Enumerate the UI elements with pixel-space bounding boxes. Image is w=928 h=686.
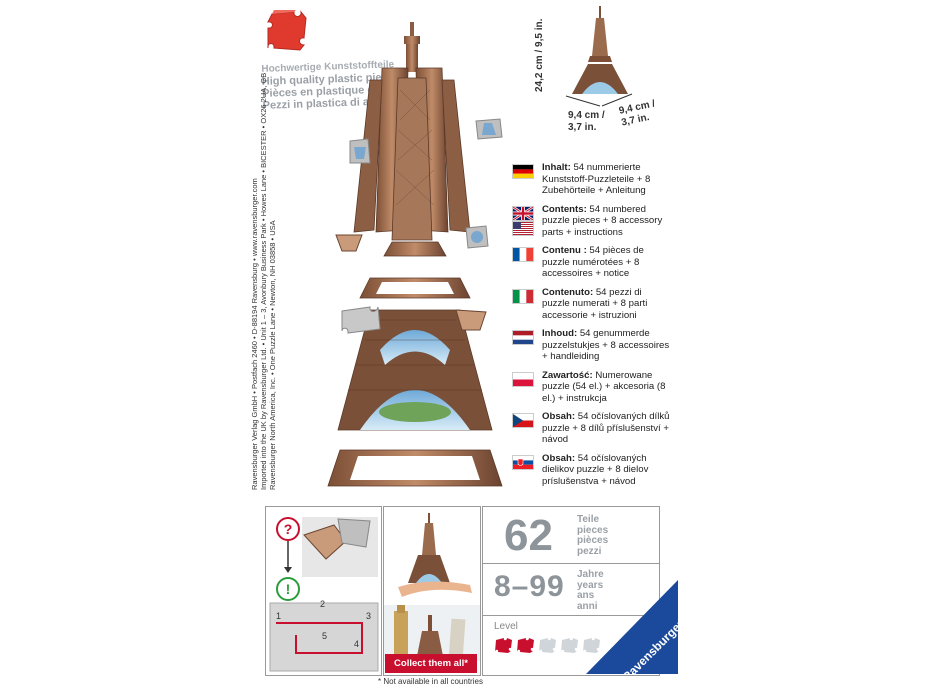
- tower-thumbnail: [572, 6, 628, 94]
- piece-count: 62: [504, 511, 553, 560]
- slovak-flag-icon: [512, 454, 534, 470]
- difficulty-level: [494, 636, 604, 656]
- ravensburger-logo: Ravensburger: [586, 580, 678, 674]
- content-item-sk: Obsah: 54 očíslovaných dielikov puzzle +…: [512, 453, 672, 488]
- instructions-diagram: ? ! 1 2 3 4 5: [269, 517, 379, 672]
- accessory-part-icon: [455, 309, 487, 331]
- content-item-nl: Inhoud: 54 genummerde puzzelstukjes + 8 …: [512, 328, 672, 363]
- product-photo-panel: [383, 506, 481, 676]
- exclamation-mark: !: [286, 581, 291, 597]
- collect-them-all-banner: Collect them all*: [385, 654, 477, 673]
- puzzle-piece-icon: [465, 225, 489, 249]
- content-item-en: Contents: 54 numbered puzzle pieces + 8 …: [512, 204, 672, 239]
- dimension-lines: [565, 93, 633, 107]
- puzzle-piece-icon: [341, 306, 381, 334]
- french-flag-icon: [512, 247, 534, 262]
- age-range-labels: Jahre years ans anni: [577, 569, 604, 612]
- height-dimension: 24,2 cm / 9,5 in.: [534, 18, 545, 92]
- eiffel-tower-exploded-illustration: [327, 22, 503, 487]
- us-flag-icon: [512, 220, 534, 236]
- content-item-fr: Contenu : 54 pièces de puzzle numérotées…: [512, 245, 672, 280]
- address-block: Ravensburger Verlag GmbH • Postfach 2460…: [250, 72, 277, 490]
- puzzle-piece-icon: [349, 138, 371, 164]
- german-flag-icon: [512, 164, 534, 179]
- level-label: Level: [494, 621, 518, 632]
- accessory-part-icon: [335, 234, 363, 252]
- polish-flag-icon: [512, 371, 534, 387]
- step-number: 4: [354, 639, 359, 649]
- contents-list: Inhalt: 54 nummerierte Kunststoff-Puzzle…: [512, 162, 672, 494]
- step-number: 5: [322, 631, 327, 641]
- content-item-pl: Zawartość: Numerowane puzzle (54 el.) + …: [512, 370, 672, 405]
- level-piece-icon: [495, 638, 512, 653]
- product-photo: [384, 507, 480, 662]
- puzzle-piece-icon: [475, 118, 503, 140]
- content-item-de: Inhalt: 54 nummerierte Kunststoff-Puzzle…: [512, 162, 672, 197]
- step-number: 2: [320, 599, 325, 609]
- level-piece-icon: [583, 638, 600, 653]
- content-item-cz: Obsah: 54 očíslovaných dílků puzzle + 8 …: [512, 411, 672, 446]
- italian-flag-icon: [512, 288, 534, 304]
- age-range: 8–99: [494, 570, 565, 603]
- availability-footnote: * Not available in all countries: [378, 677, 483, 686]
- piece-count-labels: Teile pieces pièces pezzi: [577, 514, 609, 557]
- level-piece-icon: [517, 638, 534, 653]
- uk-flag-icon: [512, 205, 534, 221]
- step-number: 1: [276, 611, 281, 621]
- dutch-flag-icon: [512, 330, 534, 345]
- puzzle-piece-icon: [267, 10, 307, 51]
- step-number: 3: [366, 611, 371, 621]
- level-piece-icon: [561, 638, 578, 653]
- level-piece-icon: [539, 638, 556, 653]
- width-dimension: 9,4 cm / 3,7 in.: [568, 110, 605, 133]
- czech-flag-icon: [512, 413, 534, 428]
- question-mark: ?: [284, 521, 293, 537]
- content-item-it: Contenuto: 54 pezzi di puzzle numerati +…: [512, 287, 672, 322]
- instructions-panel: ? ! 1 2 3 4 5: [265, 506, 382, 676]
